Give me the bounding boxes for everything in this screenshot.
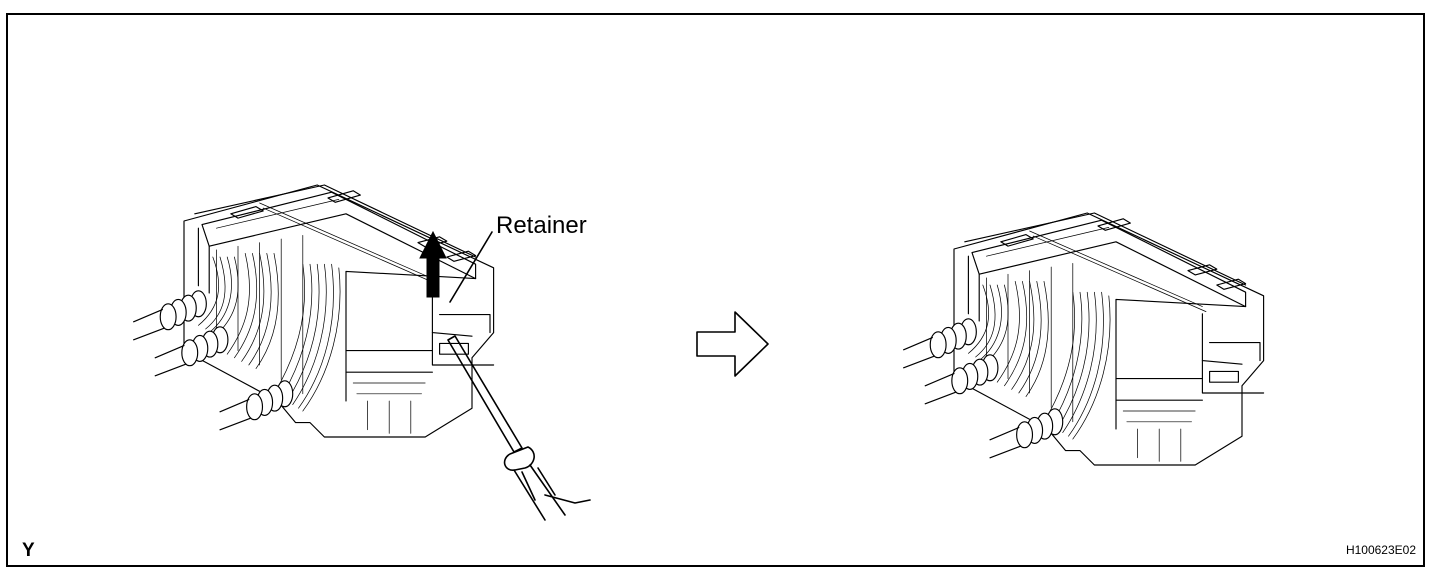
connector-right [903,212,1265,466]
lift-arrow-icon [419,230,447,298]
corner-mark: Y [22,540,35,561]
figure-id: H100623E02 [1345,543,1416,557]
connector-left [133,184,495,438]
retainer-leader-line [449,231,493,303]
diagram-frame [6,13,1425,567]
retainer-callout: Retainer [496,212,587,239]
screwdriver-icon [447,335,591,521]
transition-arrow-icon [696,311,769,377]
